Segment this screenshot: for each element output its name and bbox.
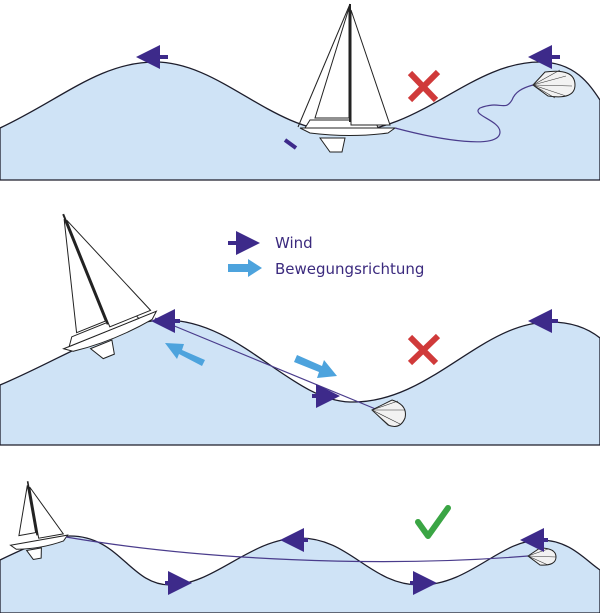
wave-3	[0, 535, 600, 613]
sailboat-1	[297, 3, 397, 153]
legend: Wind Bewegungsrichtung	[228, 231, 424, 278]
legend-movement-label: Bewegungsrichtung	[275, 260, 424, 278]
drogue-1	[532, 69, 576, 99]
movement-legend-arrow-icon	[228, 259, 262, 277]
sailboat-3	[9, 481, 69, 561]
drogue-3	[527, 547, 557, 566]
sailboat-2	[62, 213, 158, 360]
cross-icon	[407, 333, 441, 366]
panel-1	[0, 3, 600, 181]
check-icon	[415, 505, 451, 539]
legend-wind-label: Wind	[275, 234, 313, 252]
wind-arrow-icon	[283, 138, 298, 150]
cross-icon	[407, 69, 441, 103]
drogue-line-3	[65, 536, 529, 563]
drogue-2	[371, 399, 406, 427]
drogue-line-2	[154, 317, 379, 411]
drogue-line-1	[394, 84, 534, 143]
movement-arrow-icon	[165, 343, 205, 366]
movement-arrow-icon	[294, 355, 337, 378]
panel-3	[0, 481, 600, 613]
panel-2	[0, 213, 600, 446]
